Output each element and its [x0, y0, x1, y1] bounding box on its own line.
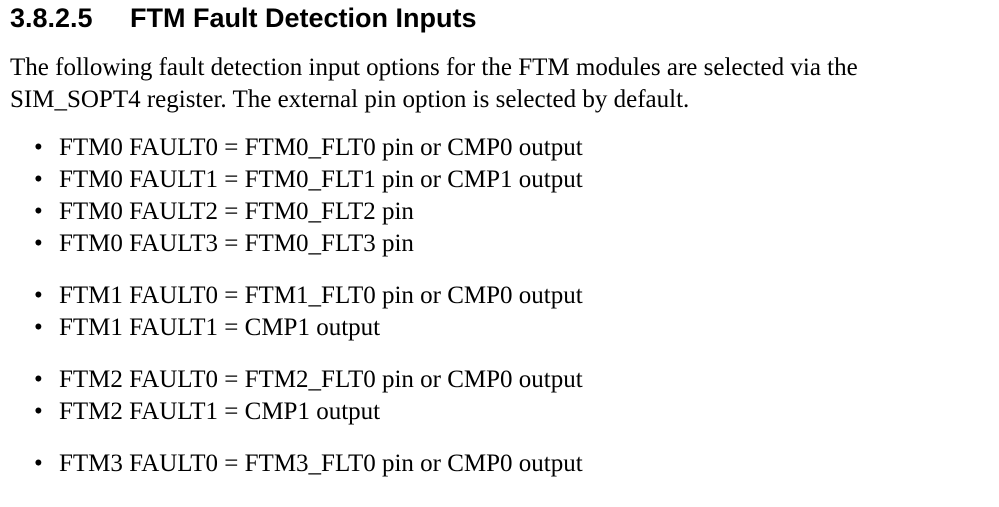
list-item-text: FTM1 FAULT0 = FTM1_FLT0 pin or CMP0 outp… [59, 282, 583, 309]
list-item: • FTM0 FAULT0 = FTM0_FLT0 pin or CMP0 ou… [34, 132, 583, 164]
list-item: • FTM3 FAULT0 = FTM3_FLT0 pin or CMP0 ou… [34, 448, 583, 480]
list-item-text: FTM2 FAULT1 = CMP1 output [59, 398, 381, 425]
list-item-text: FTM3 FAULT0 = FTM3_FLT0 pin or CMP0 outp… [59, 450, 583, 477]
bullet-icon: • [34, 282, 43, 309]
bullet-icon: • [34, 398, 43, 425]
bullet-list-ftm1: • FTM1 FAULT0 = FTM1_FLT0 pin or CMP0 ou… [34, 280, 583, 344]
list-item-text: FTM0 FAULT2 = FTM0_FLT2 pin [59, 198, 414, 225]
bullet-list-ftm2: • FTM2 FAULT0 = FTM2_FLT0 pin or CMP0 ou… [34, 364, 583, 428]
list-item: • FTM1 FAULT1 = CMP1 output [34, 312, 583, 344]
list-item-text: FTM0 FAULT0 = FTM0_FLT0 pin or CMP0 outp… [59, 134, 583, 161]
intro-paragraph: The following fault detection input opti… [10, 52, 990, 116]
list-item-text: FTM1 FAULT1 = CMP1 output [59, 314, 381, 341]
bullet-icon: • [34, 314, 43, 341]
list-item: • FTM2 FAULT1 = CMP1 output [34, 396, 583, 428]
bullet-icon: • [34, 230, 43, 257]
bullet-icon: • [34, 166, 43, 193]
section-heading: 3.8.2.5 FTM Fault Detection Inputs [10, 0, 476, 36]
list-item-text: FTM0 FAULT1 = FTM0_FLT1 pin or CMP1 outp… [59, 166, 583, 193]
list-item-text: FTM2 FAULT0 = FTM2_FLT0 pin or CMP0 outp… [59, 366, 583, 393]
bullet-icon: • [34, 134, 43, 161]
bullet-icon: • [34, 198, 43, 225]
section-number: 3.8.2.5 [10, 3, 93, 33]
list-item: • FTM0 FAULT2 = FTM0_FLT2 pin [34, 196, 583, 228]
bullet-list-ftm3: • FTM3 FAULT0 = FTM3_FLT0 pin or CMP0 ou… [34, 448, 583, 480]
intro-line-1: The following fault detection input opti… [10, 54, 858, 81]
list-item: • FTM2 FAULT0 = FTM2_FLT0 pin or CMP0 ou… [34, 364, 583, 396]
list-item-text: FTM0 FAULT3 = FTM0_FLT3 pin [59, 230, 414, 257]
list-item: • FTM0 FAULT3 = FTM0_FLT3 pin [34, 228, 583, 260]
bullet-icon: • [34, 366, 43, 393]
list-item: • FTM1 FAULT0 = FTM1_FLT0 pin or CMP0 ou… [34, 280, 583, 312]
bullet-icon: • [34, 450, 43, 477]
intro-line-2: SIM_SOPT4 register. The external pin opt… [10, 86, 690, 113]
list-item: • FTM0 FAULT1 = FTM0_FLT1 pin or CMP1 ou… [34, 164, 583, 196]
bullet-list-ftm0: • FTM0 FAULT0 = FTM0_FLT0 pin or CMP0 ou… [34, 132, 583, 260]
section-title: FTM Fault Detection Inputs [130, 3, 477, 33]
